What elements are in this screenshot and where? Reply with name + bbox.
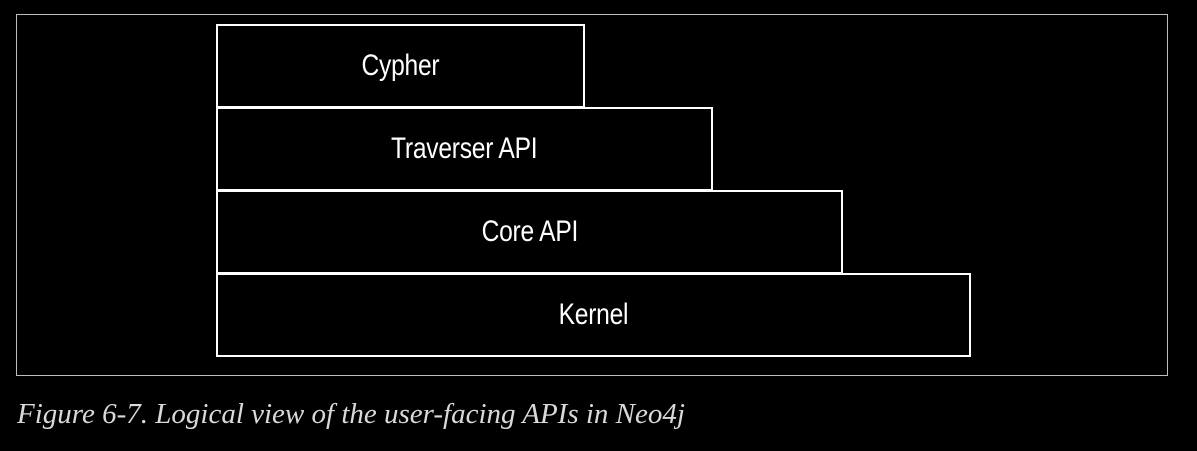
layer-core-api-label: Core API xyxy=(481,215,578,248)
layer-core-api-box: Core API xyxy=(216,190,843,274)
layer-cypher-label: Cypher xyxy=(361,49,440,82)
layer-cypher-box: Cypher xyxy=(216,24,585,108)
diagram-frame xyxy=(16,14,1168,376)
layer-kernel-label: Kernel xyxy=(558,298,629,331)
figure-caption: Figure 6-7. Logical view of the user-fac… xyxy=(17,398,685,430)
layer-traverser-api-label: Traverser API xyxy=(391,132,538,165)
layer-kernel-box: Kernel xyxy=(216,273,971,357)
layer-traverser-api-box: Traverser API xyxy=(216,107,713,191)
